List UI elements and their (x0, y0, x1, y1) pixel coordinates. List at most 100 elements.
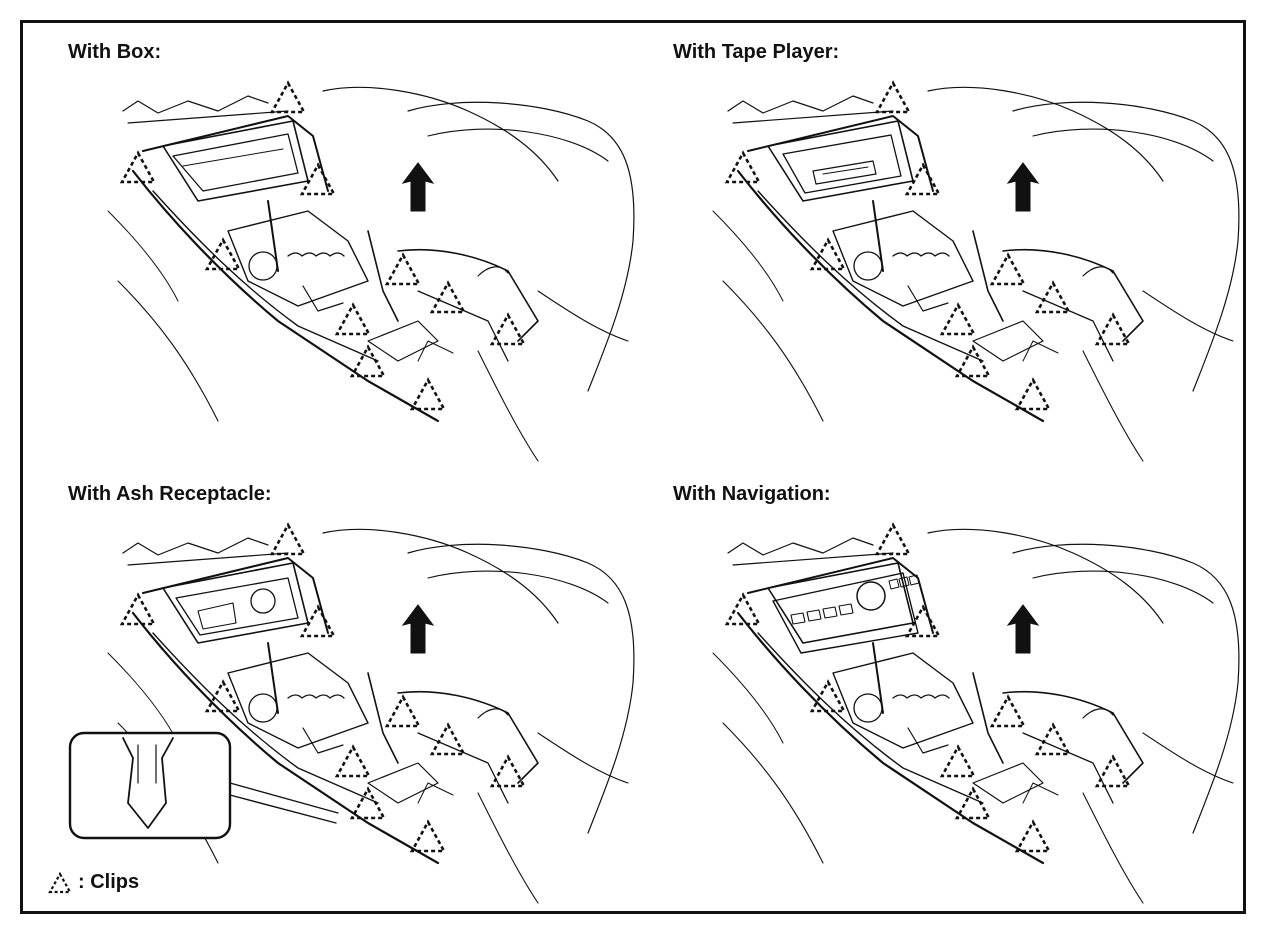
navigation-button (898, 576, 910, 588)
console-illustration (68, 522, 635, 904)
trim-outline (722, 722, 824, 864)
gate-edge (892, 694, 950, 699)
diagram-frame: With Box: With Tape Player: With Ash Rec… (20, 20, 1246, 914)
cup-holder (367, 320, 439, 362)
clip-marker-icon (954, 786, 992, 820)
clip-marker-icon (1034, 722, 1072, 756)
clip-marker-icon (874, 522, 912, 556)
trim-outline (117, 280, 219, 422)
cup-holder (1022, 782, 1059, 804)
clip-marker-icon (939, 744, 977, 778)
clip-marker-icon (1014, 819, 1052, 853)
trim-outline (712, 652, 784, 744)
seat-outline (927, 86, 1164, 182)
ash-receptacle-cup (250, 588, 276, 614)
clip-marker-icon (429, 722, 467, 756)
trim-outline (712, 210, 784, 302)
clip-marker-icon (299, 604, 337, 638)
shifter-bezel (832, 652, 974, 749)
box-lid (172, 133, 299, 192)
console-wall (367, 672, 399, 764)
trim-outline (722, 280, 824, 422)
console-outline (757, 190, 984, 362)
seat-outline (322, 86, 559, 182)
clip-marker-icon (874, 80, 912, 114)
seat-outline (1032, 128, 1214, 162)
clip-triangle-icon (48, 871, 72, 893)
armrest-outline (417, 290, 509, 362)
console-outline (131, 169, 440, 423)
inset-leader (229, 782, 339, 814)
panel-title: With Box: (68, 41, 162, 63)
panel-insert-ash (162, 562, 309, 644)
insert-bezel (162, 120, 309, 202)
dashboard-outline (127, 110, 289, 124)
seat-outline (1012, 101, 1240, 392)
gate-edge (287, 252, 345, 257)
dashboard-outline (732, 110, 894, 124)
armrest-outline (397, 690, 539, 784)
console-illustration (107, 80, 635, 462)
cup-holder (417, 340, 454, 362)
cup-holder (1022, 340, 1059, 362)
seat-outline (537, 290, 629, 342)
ash-receptacle-lid (197, 602, 237, 630)
armrest-outline (1022, 290, 1114, 362)
clip-marker-icon (204, 679, 242, 713)
clip-marker-icon (954, 344, 992, 378)
console-wall (972, 230, 1004, 322)
shifter-boot (248, 693, 278, 723)
trim-outline (107, 210, 179, 302)
navigation-button (822, 606, 838, 619)
shifter-bezel (227, 652, 369, 749)
shift-lever (267, 642, 279, 714)
seat-outline (1012, 543, 1240, 834)
panel-insert-tape (767, 120, 914, 202)
clip-marker-icon (334, 744, 372, 778)
seat-outline (427, 128, 609, 162)
shifter-boot (248, 251, 278, 281)
panel-title: With Navigation: (673, 483, 831, 505)
cup-holder (972, 320, 1044, 362)
clip-marker-icon (384, 252, 422, 286)
armrest-outline (1002, 690, 1144, 784)
armrest-latch (477, 708, 509, 719)
dashboard-outline (732, 552, 894, 566)
armrest-latch (1082, 708, 1114, 719)
legend-label: : Clips (78, 871, 140, 893)
clip-marker-icon (409, 819, 447, 853)
navigation-knob (856, 581, 886, 611)
clip-marker-icon (429, 280, 467, 314)
clip-marker-icon (724, 150, 762, 184)
dashboard-outline (727, 95, 874, 114)
panel-with-navigation: With Navigation: (673, 483, 1263, 913)
shift-lever (872, 200, 884, 272)
navigation-control-panel (772, 572, 919, 654)
console-wall (367, 230, 399, 322)
console-illustration (712, 522, 1240, 904)
navigation-button (908, 574, 920, 586)
clip-marker-icon (809, 679, 847, 713)
armrest-outline (417, 732, 509, 804)
shifter-bezel (227, 210, 369, 307)
clip-detail-shape (122, 737, 174, 829)
gate-edge (287, 694, 345, 699)
clip-marker-icon (1034, 280, 1072, 314)
console-outline (131, 611, 440, 865)
shifter-bezel (832, 210, 974, 307)
armrest-outline (1022, 732, 1114, 804)
console-outline (142, 557, 329, 634)
console-wall (972, 672, 1004, 764)
tape-slot (822, 166, 869, 175)
clip-marker-icon (489, 312, 527, 346)
clip-detail-inset (68, 731, 339, 840)
seat-outline (1142, 732, 1234, 784)
inset-leader (229, 794, 337, 824)
legend: : Clips (48, 871, 139, 894)
clip-detail-shape (137, 744, 157, 784)
panel-insert-box (162, 120, 309, 202)
clip-marker-icon (334, 302, 372, 336)
clip-marker-icon (349, 344, 387, 378)
console-outline (757, 632, 984, 804)
clip-marker-icon (269, 522, 307, 556)
